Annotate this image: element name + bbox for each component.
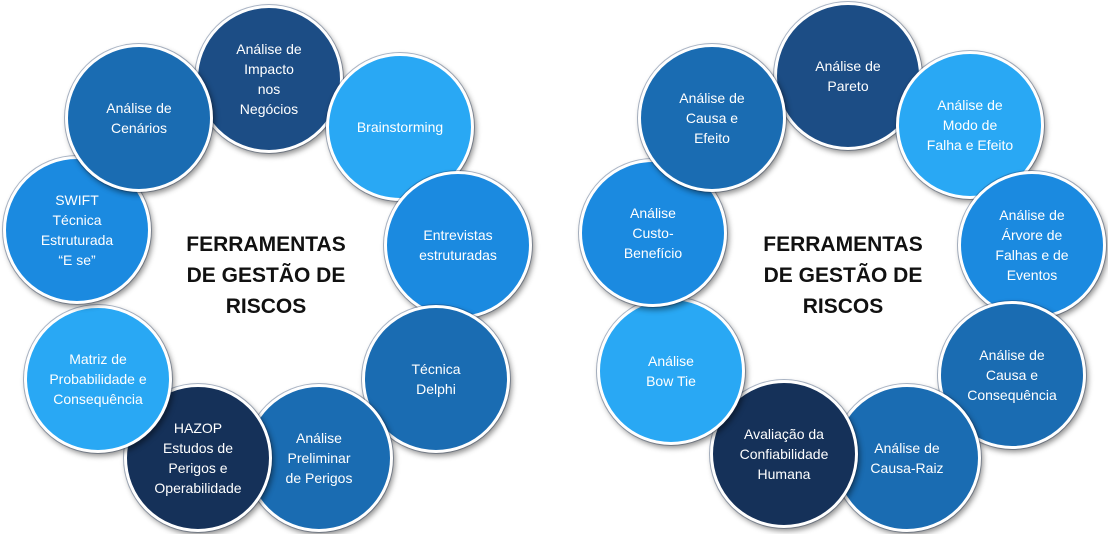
node-analise-causa-efeito: Análise de Causa e Efeito <box>638 44 786 192</box>
node-analise-bow-tie: Análise Bow Tie <box>597 297 745 445</box>
node-analise-modo-falha-efeito: Análise de Modo de Falha e Efeito <box>896 51 1044 199</box>
node-analise-pareto: Análise de Pareto <box>774 2 922 150</box>
node-label: Análise de Cenários <box>106 100 172 136</box>
node-label: Brainstorming <box>356 119 444 135</box>
node-label: Avaliação da Confiabilidade Humana <box>739 426 829 482</box>
node-matriz-probabilidade-consequencia: Matriz de Probabilidade e Consequência <box>24 305 172 453</box>
node-brainstorming: Brainstorming <box>326 53 474 201</box>
node-label: Técnica Delphi <box>411 361 461 397</box>
node-label: Matriz de Probabilidade e Consequência <box>49 351 147 407</box>
node-label: Análise de Impacto nos Negócios <box>236 41 302 117</box>
node-analise-impacto-negocios: Análise de Impacto nos Negócios <box>195 5 343 153</box>
node-entrevistas-estruturadas: Entrevistas estruturadas <box>384 171 532 319</box>
node-label: Análise Bow Tie <box>646 353 696 389</box>
node-label: HAZOP Estudos de Perigos e Operabilidade <box>154 420 242 496</box>
node-label: SWIFT Técnica Estruturada “E se” <box>40 192 114 268</box>
node-label: Análise Preliminar de Perigos <box>285 430 353 486</box>
center-title: FERRAMENTAS DE GESTÃO DE RISCOS <box>763 233 923 318</box>
node-label: Análise de Causa e Consequência <box>967 347 1057 403</box>
node-analise-arvore-falhas-eventos: Análise de Árvore de Falhas e de Eventos <box>958 171 1106 319</box>
diagram-right: Análise de Pareto Análise de Modo de Fal… <box>554 0 1108 534</box>
node-label: Entrevistas estruturadas <box>419 227 497 263</box>
node-label: Análise de Árvore de Falhas e de Eventos <box>995 207 1069 283</box>
node-analise-preliminar-perigos: Análise Preliminar de Perigos <box>245 384 393 532</box>
node-tecnica-delphi: Técnica Delphi <box>362 305 510 453</box>
node-analise-cenarios: Análise de Cenários <box>65 44 213 192</box>
node-label: Análise de Causa e Efeito <box>679 90 745 146</box>
node-label: Análise Custo- Benefício <box>623 205 683 261</box>
node-label: Análise de Causa-Raiz <box>870 440 944 476</box>
node-label: Análise de Modo de Falha e Efeito <box>926 97 1014 153</box>
center-title: FERRAMENTAS DE GESTÃO DE RISCOS <box>186 233 346 318</box>
node-label: Análise de Pareto <box>815 58 881 94</box>
diagram-left: Análise de Impacto nos Negócios Brainsto… <box>3 5 532 532</box>
